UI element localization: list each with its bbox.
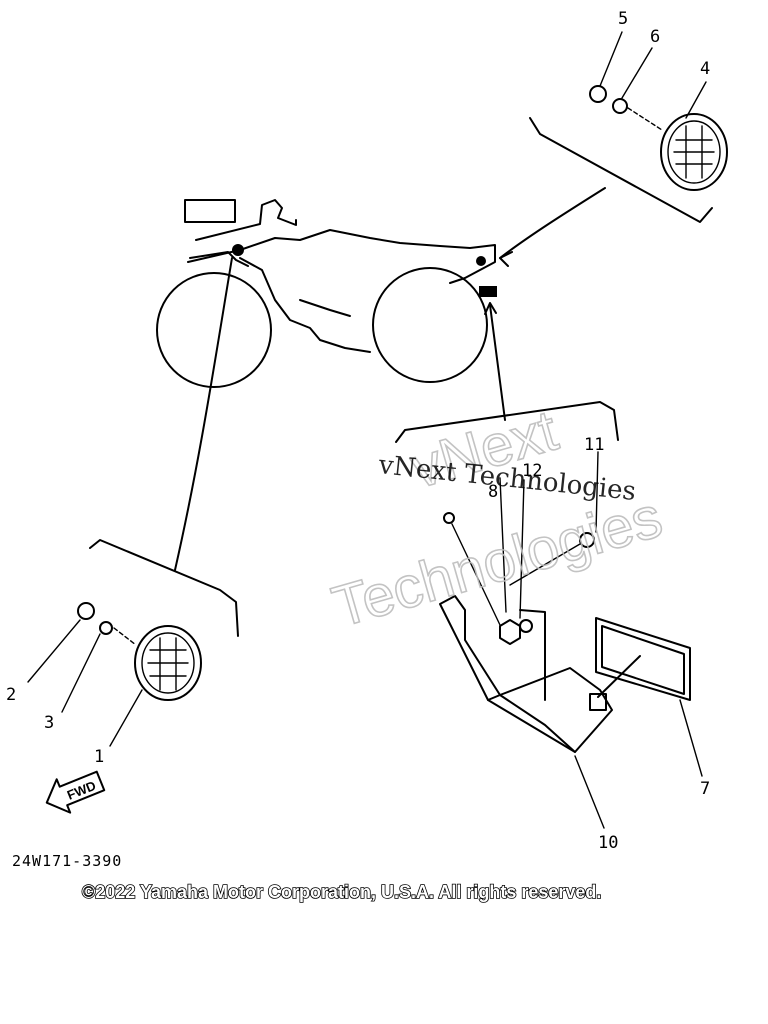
forward-arrow-icon: FWD [45,770,106,814]
callout-7: 7 [700,779,710,799]
watermark-big-line2: Technologies [326,484,669,640]
callout-6: 6 [650,27,660,47]
callout-2: 2 [6,685,16,705]
callout-5: 5 [618,9,628,29]
rear-reflector-group [529,31,728,223]
copyright-notice: ©2022 Yamaha Motor Corporation, U.S.A. A… [82,882,601,902]
callout-10: 10 [598,833,618,853]
motorcycle-outline [156,199,497,388]
callout-1: 1 [94,747,104,767]
front-reflector-group [27,539,239,747]
leader-front-reflector [174,257,233,571]
rear-bracket-group [395,401,703,829]
callout-4: 4 [700,59,710,79]
leader-rear-reflector [499,187,606,259]
callout-12: 12 [522,461,542,481]
part-code: 24W171-3390 [12,852,122,870]
callout-11: 11 [584,435,604,455]
leader-rear-bracket [489,304,506,421]
callout-8: 8 [488,482,498,502]
callout-3: 3 [44,713,54,733]
